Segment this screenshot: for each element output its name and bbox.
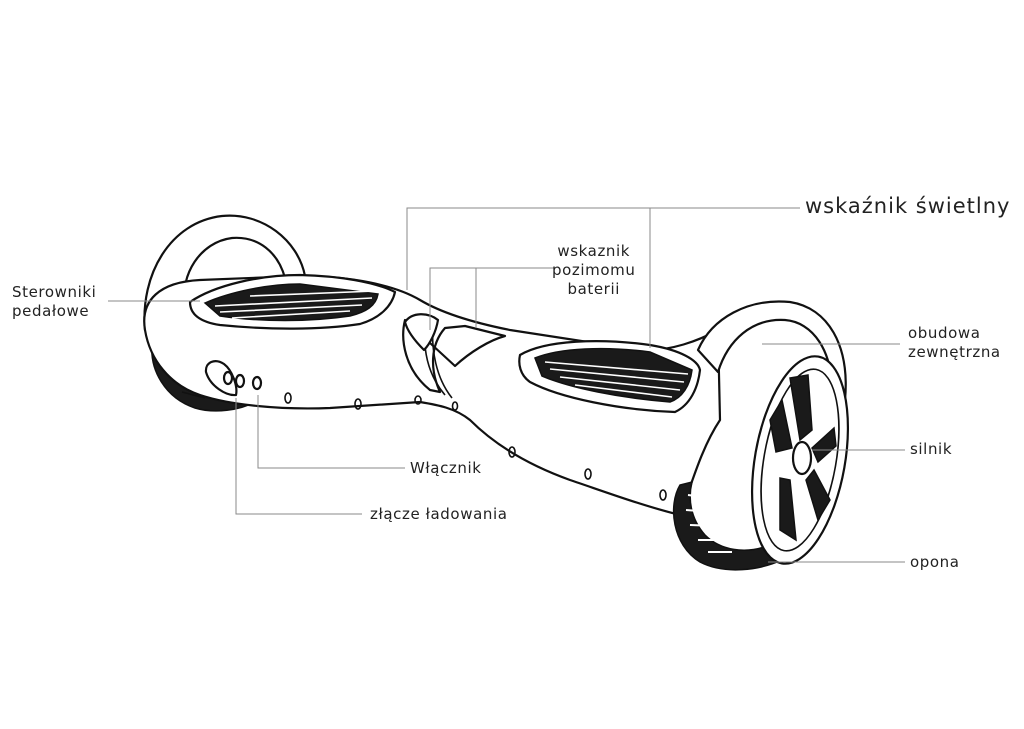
label-motor: silnik (910, 440, 953, 458)
label-tire: opona (910, 553, 960, 571)
label-outer-casing: obudowa zewnętrzna (908, 324, 1001, 361)
label-battery-indicator: wskaznik pozimomu baterii (552, 242, 636, 298)
center-joint (402, 318, 507, 394)
label-charging-port: złącze ładowania (370, 505, 508, 523)
left-fender (143, 214, 307, 332)
label-pedal-controllers: Sterowniki pedałowe (12, 283, 97, 320)
left-foot-pad (188, 273, 397, 330)
leader-lines (108, 207, 905, 563)
motor-rim (750, 355, 850, 565)
right-foot-pad (518, 340, 702, 414)
label-light-indicator: wskaźnik świetlny (805, 194, 1011, 218)
label-power-switch: Włącznik (410, 459, 482, 477)
control-buttons (204, 360, 667, 501)
